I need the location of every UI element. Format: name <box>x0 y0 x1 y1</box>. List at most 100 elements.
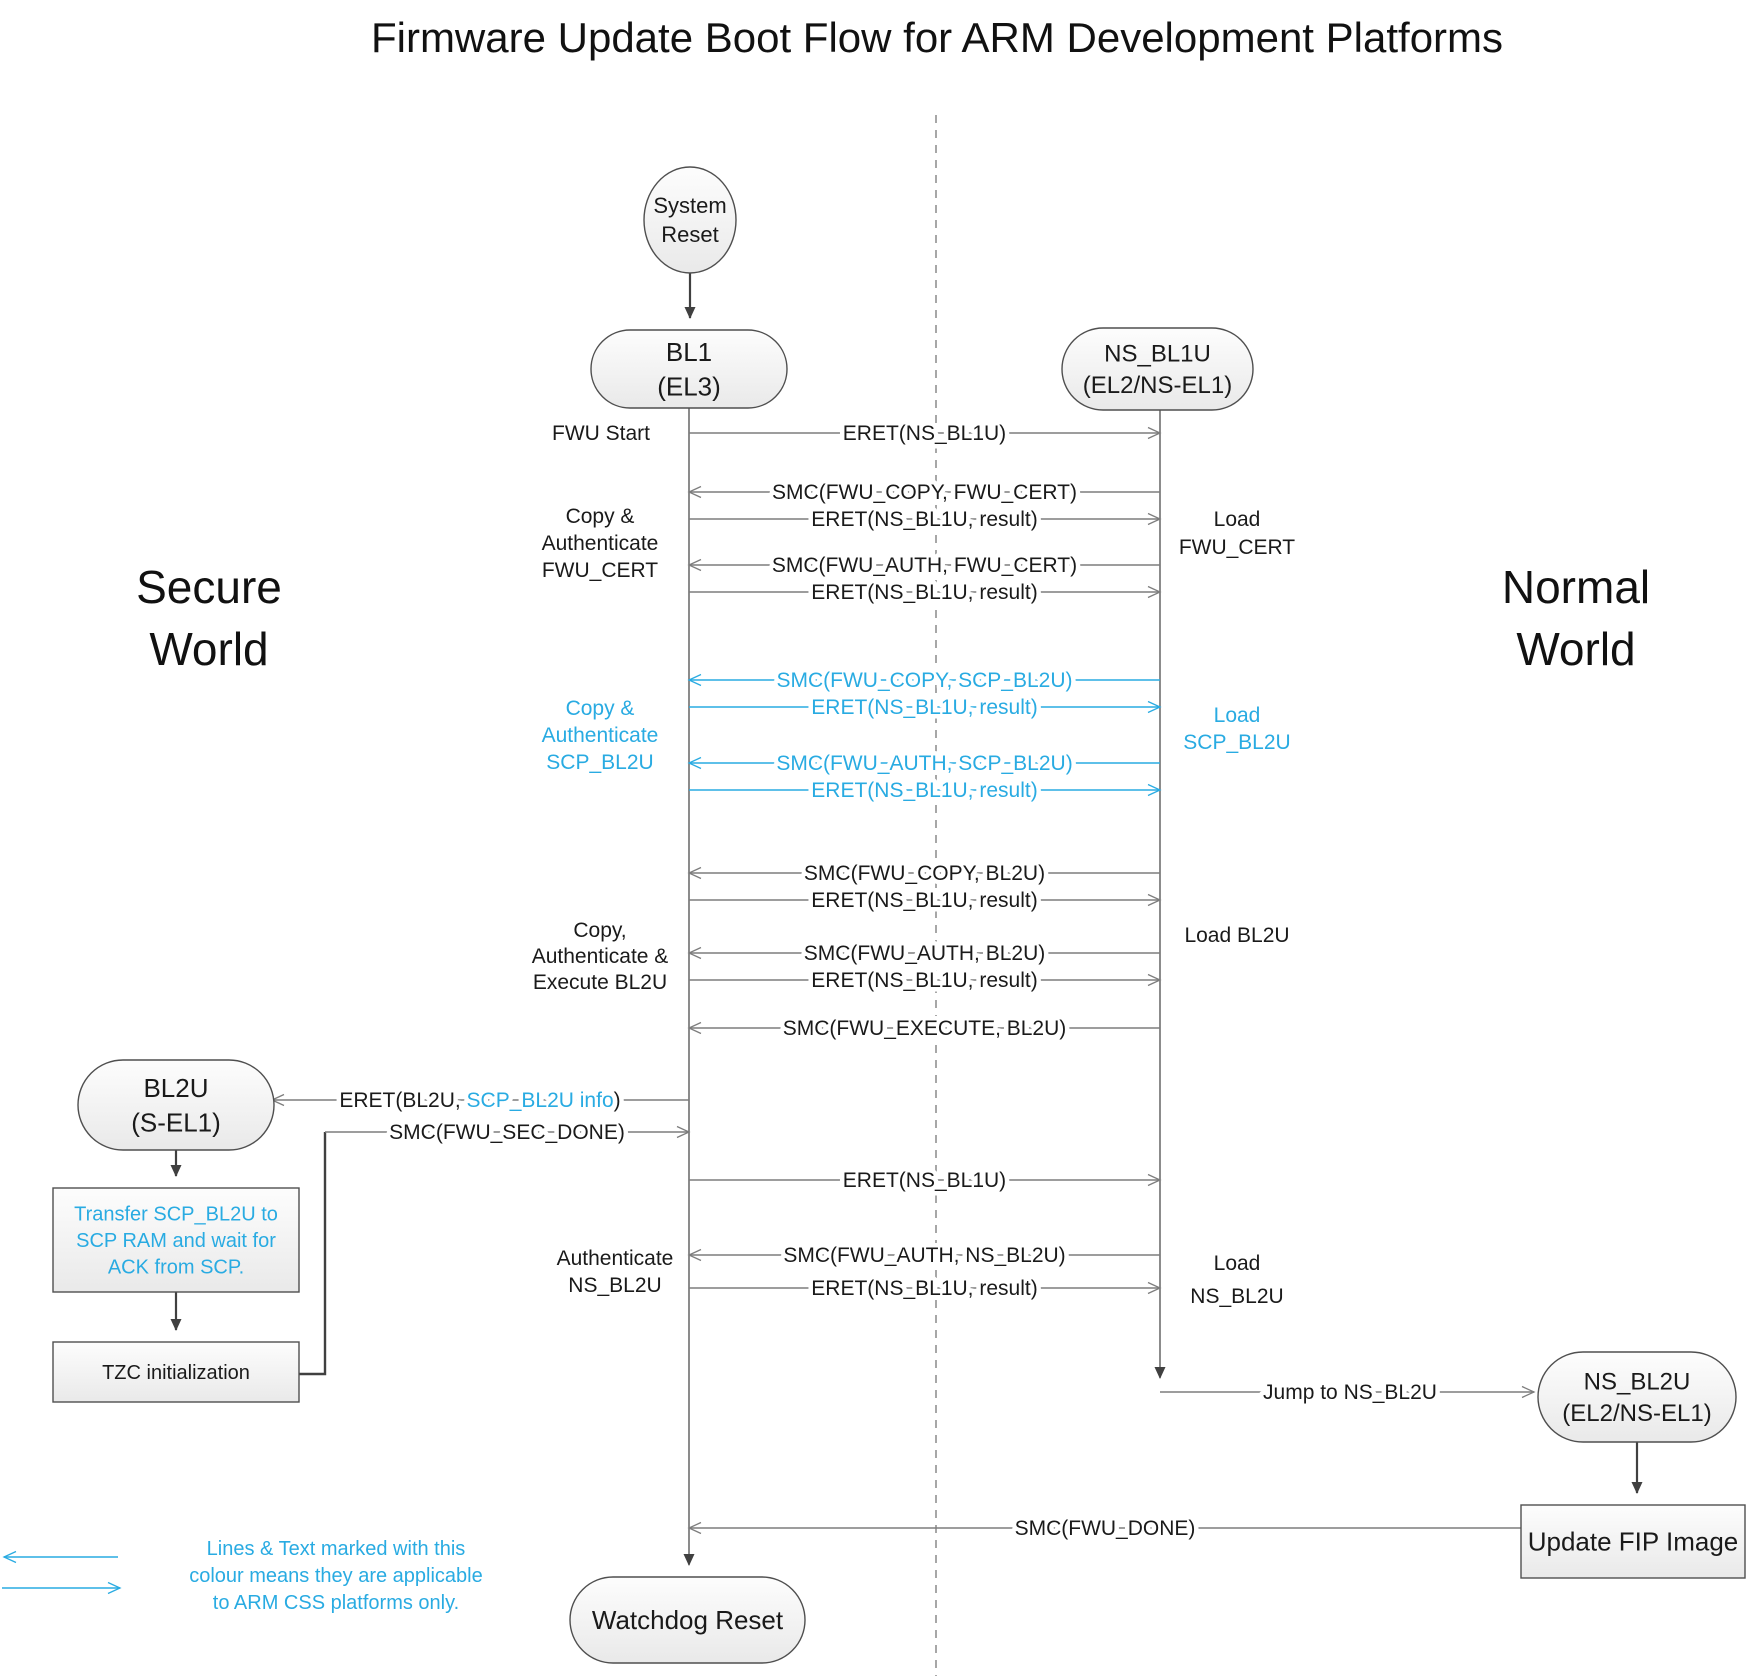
svg-text:BL1: BL1 <box>666 337 712 367</box>
msg-smc-fwu-done: SMC(FWU_DONE) <box>687 1513 1521 1545</box>
svg-text:(S-EL1): (S-EL1) <box>131 1107 221 1137</box>
message-label: SMC(FWU_AUTH, FWU_CERT) <box>772 554 1077 577</box>
svg-text:Copy &: Copy & <box>566 505 635 528</box>
msg-smc-fwu-copy-bl2u: SMC(FWU_COPY, BL2U) <box>687 858 1160 890</box>
message-label: ERET(NS_BL1U) <box>843 1169 1006 1192</box>
tzc-to-smc-sec-done-connector <box>299 1132 327 1376</box>
msg-smc-fwu-execute-bl2u: SMC(FWU_EXECUTE, BL2U) <box>687 1013 1160 1045</box>
svg-text:Authenticate: Authenticate <box>557 1247 674 1270</box>
node-bl1: BL1 (EL3) <box>590 329 788 409</box>
svg-text:FWU_CERT: FWU_CERT <box>1179 536 1295 559</box>
svg-text:FWU_CERT: FWU_CERT <box>542 559 658 582</box>
svg-text:Execute BL2U: Execute BL2U <box>533 971 667 994</box>
svg-text:(EL3): (EL3) <box>657 371 721 401</box>
svg-text:Copy,: Copy, <box>573 919 626 942</box>
svg-text:ACK from SCP.: ACK from SCP. <box>108 1256 244 1278</box>
svg-text:BL2U: BL2U <box>143 1073 208 1103</box>
message-label: SMC(FWU_COPY, FWU_CERT) <box>772 481 1077 504</box>
msg-smc-fwu-copy-scp-bl2u: SMC(FWU_COPY, SCP_BL2U) <box>687 665 1160 697</box>
svg-text:Load: Load <box>1214 508 1261 531</box>
svg-text:TZC initialization: TZC initialization <box>102 1362 250 1384</box>
message-label: ERET(NS_BL1U, result) <box>811 581 1037 604</box>
node-transfer-scp: Transfer SCP_BL2U to SCP RAM and wait for… <box>52 1187 300 1293</box>
svg-text:Watchdog Reset: Watchdog Reset <box>592 1605 784 1635</box>
msg-eret-bl2u-scp-bl2u-info: ERET(BL2U, SCP_BL2U info) <box>270 1085 689 1117</box>
msg-smc-fwu-copy-fwu-cert: SMC(FWU_COPY, FWU_CERT) <box>687 477 1160 509</box>
message-label: ERET(NS_BL1U, result) <box>811 969 1037 992</box>
svg-text:Authenticate: Authenticate <box>542 532 659 555</box>
msg-smc-fwu-auth-ns-bl2u: SMC(FWU_AUTH, NS_BL2U) <box>687 1240 1160 1272</box>
message-label: SMC(FWU_SEC_DONE) <box>389 1121 625 1144</box>
label-fwu-start: FWU Start <box>548 418 655 450</box>
svg-text:World: World <box>1516 623 1635 675</box>
message-label: ERET(NS_BL1U) <box>843 422 1006 445</box>
svg-text:(EL2/NS-EL1): (EL2/NS-EL1) <box>1083 372 1232 399</box>
message-label: ERET(NS_BL1U, result) <box>811 508 1037 531</box>
node-bl2u: BL2U (S-EL1) <box>77 1059 275 1151</box>
svg-text:colour means they are applicab: colour means they are applicable <box>189 1565 483 1587</box>
svg-text:to ARM CSS platforms only.: to ARM CSS platforms only. <box>213 1592 459 1614</box>
svg-text:Normal: Normal <box>1502 561 1650 613</box>
svg-text:Load: Load <box>1214 704 1261 727</box>
legend: Lines & Text marked with this colour mean… <box>2 1538 483 1614</box>
msg-eret-ns-bl1u-result: ERET(NS_BL1U, result) <box>689 885 1162 917</box>
label-copy-auth-execute-bl2u: Copy, Authenticate & Execute BL2U <box>527 915 673 999</box>
msg-eret-ns-bl1u-result: ERET(NS_BL1U, result) <box>689 577 1162 609</box>
message-label: ERET(BL2U, SCP_BL2U info) <box>339 1089 620 1112</box>
svg-text:NS_BL2U: NS_BL2U <box>1190 1285 1283 1308</box>
msg-eret-ns-bl1u-result: ERET(NS_BL1U, result) <box>689 1273 1162 1305</box>
message-label: SMC(FWU_DONE) <box>1015 1517 1196 1540</box>
node-ns-bl1u: NS_BL1U (EL2/NS-EL1) <box>1061 327 1254 411</box>
msg-eret-ns-bl1u-result: ERET(NS_BL1U, result) <box>689 692 1162 724</box>
svg-text:System: System <box>653 193 726 218</box>
message-label: SMC(FWU_AUTH, BL2U) <box>804 942 1046 965</box>
svg-text:Load BL2U: Load BL2U <box>1184 924 1289 947</box>
message-label: ERET(NS_BL1U, result) <box>811 889 1037 912</box>
svg-text:NS_BL2U: NS_BL2U <box>1584 1369 1691 1396</box>
msg-eret-ns-bl1u-result: ERET(NS_BL1U, result) <box>689 775 1162 807</box>
message-label: SMC(FWU_AUTH, SCP_BL2U) <box>776 752 1072 775</box>
msg-smc-fwu-auth-scp-bl2u: SMC(FWU_AUTH, SCP_BL2U) <box>687 748 1160 780</box>
diagram-title: Firmware Update Boot Flow for ARM Develo… <box>371 14 1503 61</box>
node-tzc-init: TZC initialization <box>52 1341 300 1403</box>
msg-eret-ns-bl1u-result: ERET(NS_BL1U, result) <box>689 504 1162 536</box>
msg-eret-ns-bl1u: ERET(NS_BL1U) <box>689 418 1162 450</box>
msg-jump-to-ns-bl2u: Jump to NS_BL2U <box>1160 1377 1536 1409</box>
svg-text:FWU Start: FWU Start <box>552 422 650 445</box>
msg-smc-fwu-sec-done: SMC(FWU_SEC_DONE) <box>325 1117 691 1149</box>
node-update-fip: Update FIP Image <box>1520 1504 1746 1579</box>
svg-text:SCP RAM and wait for: SCP RAM and wait for <box>76 1230 276 1252</box>
message-label: Jump to NS_BL2U <box>1263 1381 1437 1404</box>
svg-text:SCP_BL2U: SCP_BL2U <box>1183 731 1290 754</box>
message-label: SMC(FWU_EXECUTE, BL2U) <box>783 1017 1067 1040</box>
svg-text:World: World <box>149 623 268 675</box>
svg-text:(EL2/NS-EL1): (EL2/NS-EL1) <box>1562 1400 1711 1427</box>
message-label: SMC(FWU_AUTH, NS_BL2U) <box>783 1244 1065 1267</box>
message-label: SMC(FWU_COPY, SCP_BL2U) <box>776 669 1072 692</box>
message-label: ERET(NS_BL1U, result) <box>811 1277 1037 1300</box>
svg-text:NS_BL1U: NS_BL1U <box>1104 341 1211 368</box>
svg-text:Authenticate &: Authenticate & <box>532 945 669 968</box>
svg-text:Transfer SCP_BL2U to: Transfer SCP_BL2U to <box>74 1204 278 1226</box>
svg-text:Copy &: Copy & <box>566 697 635 720</box>
msg-eret-ns-bl1u-result: ERET(NS_BL1U, result) <box>689 965 1162 997</box>
message-label: ERET(NS_BL1U, result) <box>811 779 1037 802</box>
svg-text:SCP_BL2U: SCP_BL2U <box>546 751 653 774</box>
node-ns-bl2u: NS_BL2U (EL2/NS-EL1) <box>1537 1351 1737 1443</box>
svg-text:Lines & Text marked with this: Lines & Text marked with this <box>207 1538 466 1560</box>
svg-text:Authenticate: Authenticate <box>542 724 659 747</box>
message-label: SMC(FWU_COPY, BL2U) <box>804 862 1045 885</box>
message-label: ERET(NS_BL1U, result) <box>811 696 1037 719</box>
msg-smc-fwu-auth-bl2u: SMC(FWU_AUTH, BL2U) <box>687 938 1160 970</box>
